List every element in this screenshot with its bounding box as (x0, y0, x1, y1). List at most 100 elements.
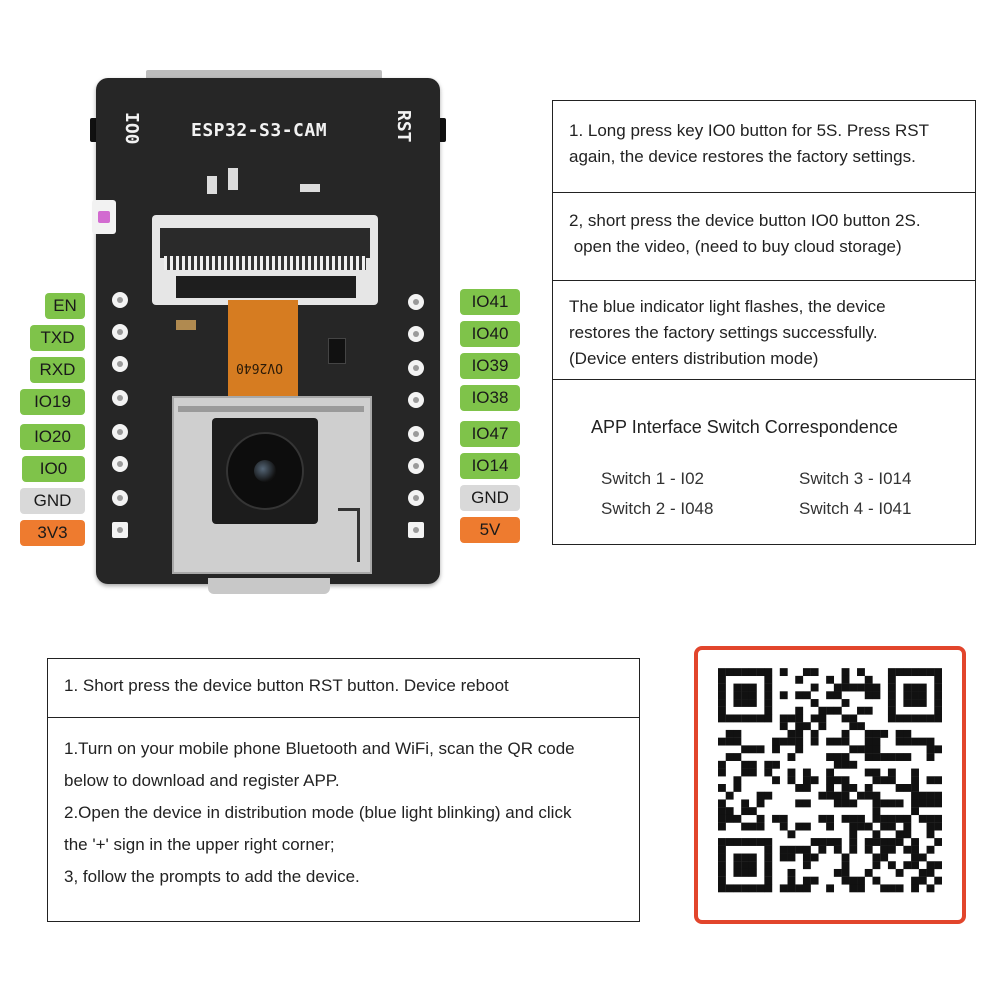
qr-module (802, 668, 811, 677)
header-pin (112, 522, 128, 538)
qr-module (748, 714, 757, 723)
smd-chip (328, 338, 346, 364)
qr-module (748, 853, 757, 862)
qr-module (934, 814, 942, 823)
qr-module (841, 683, 850, 692)
header-pin (408, 490, 424, 506)
qr-module (733, 668, 742, 677)
qr-module (895, 799, 904, 808)
qr-module (748, 691, 757, 700)
qr-module (895, 868, 904, 877)
qr-module (934, 876, 942, 885)
qr-module (849, 876, 858, 885)
qr-module (934, 776, 942, 785)
header-pin (112, 390, 128, 406)
qr-module (748, 838, 757, 846)
qr-module (895, 753, 904, 761)
pin-label-left: IO20 (20, 424, 85, 450)
app-setup-line: the '+' sign in the upper right corner; (64, 835, 335, 854)
qr-module (733, 737, 742, 746)
open-video-line: 2, short press the device button IO0 but… (569, 211, 921, 230)
qr-module (748, 868, 757, 877)
qr-module (733, 691, 742, 700)
qr-module (764, 760, 773, 769)
switch-mapping: Switch 1 - I02 (601, 469, 704, 488)
switch-mapping: Switch 3 - I014 (799, 469, 912, 488)
pin-label-right: GND (460, 485, 520, 511)
qr-module (741, 745, 750, 754)
qr-module (764, 884, 773, 893)
qr-code-frame (694, 646, 966, 924)
pin-label-left: GND (20, 488, 85, 514)
qr-module (911, 791, 919, 800)
qr-module (841, 784, 850, 792)
qr-module (864, 784, 873, 792)
pin-label-left: RXD (30, 357, 85, 383)
qr-module (810, 876, 819, 885)
qr-module (810, 838, 819, 846)
app-setup-line: 1.Turn on your mobile phone Bluetooth an… (64, 739, 575, 758)
qr-module (748, 861, 757, 870)
qr-module (810, 668, 819, 677)
qr-module (795, 784, 804, 792)
qr-module (787, 845, 796, 854)
qr-module (741, 768, 750, 777)
qr-module (911, 799, 919, 808)
qr-module (911, 884, 919, 893)
qr-module (880, 853, 889, 862)
qr-module (741, 691, 750, 700)
qr-module (934, 838, 942, 846)
blue-light-line: (Device enters distribution mode) (569, 349, 819, 368)
qr-module (787, 737, 796, 746)
qr-module (718, 845, 726, 854)
qr-module (741, 760, 750, 769)
qr-module (718, 768, 726, 777)
fpc-latch (160, 228, 370, 258)
qr-module (841, 675, 850, 684)
qr-module (864, 822, 873, 831)
qr-module (733, 861, 742, 870)
qr-module (741, 799, 750, 808)
qr-module (748, 768, 757, 777)
qr-module (764, 691, 773, 700)
qr-module (864, 845, 873, 854)
qr-module (872, 830, 881, 839)
board-illustration: ESP32-S3-CAM IO0 RST OV2640 EN TXD RXD I… (0, 0, 560, 620)
pin-label-right: IO14 (460, 453, 520, 479)
qr-module (826, 753, 835, 761)
qr-module (733, 868, 742, 877)
qr-module (802, 845, 811, 854)
qr-module (880, 776, 889, 785)
qr-module (849, 845, 858, 854)
qr-module (802, 799, 811, 808)
qr-module (826, 822, 835, 831)
qr-module (787, 830, 796, 839)
reboot-text: 1. Short press the device button RST but… (64, 676, 509, 695)
qr-module (887, 675, 896, 684)
qr-module (857, 683, 865, 692)
qr-module (787, 768, 796, 777)
qr-module (887, 799, 896, 808)
qr-module (833, 691, 842, 700)
qr-module (857, 706, 865, 715)
qr-module (880, 845, 889, 854)
qr-module (895, 838, 904, 846)
qr-module (756, 799, 765, 808)
qr-module (718, 799, 726, 808)
smd-component (176, 320, 196, 330)
qr-module (725, 791, 734, 800)
qr-module (826, 675, 835, 684)
qr-code-icon[interactable] (718, 668, 942, 900)
fpc-base (176, 276, 356, 298)
qr-module (725, 884, 734, 893)
qr-module (733, 753, 742, 761)
qr-module (718, 760, 726, 769)
qr-module (926, 799, 935, 808)
qr-module (718, 784, 726, 792)
qr-module (918, 714, 927, 723)
qr-module (841, 753, 850, 761)
qr-module (849, 784, 858, 792)
qr-module (872, 753, 881, 761)
qr-module (772, 745, 780, 754)
qr-module (810, 737, 819, 746)
